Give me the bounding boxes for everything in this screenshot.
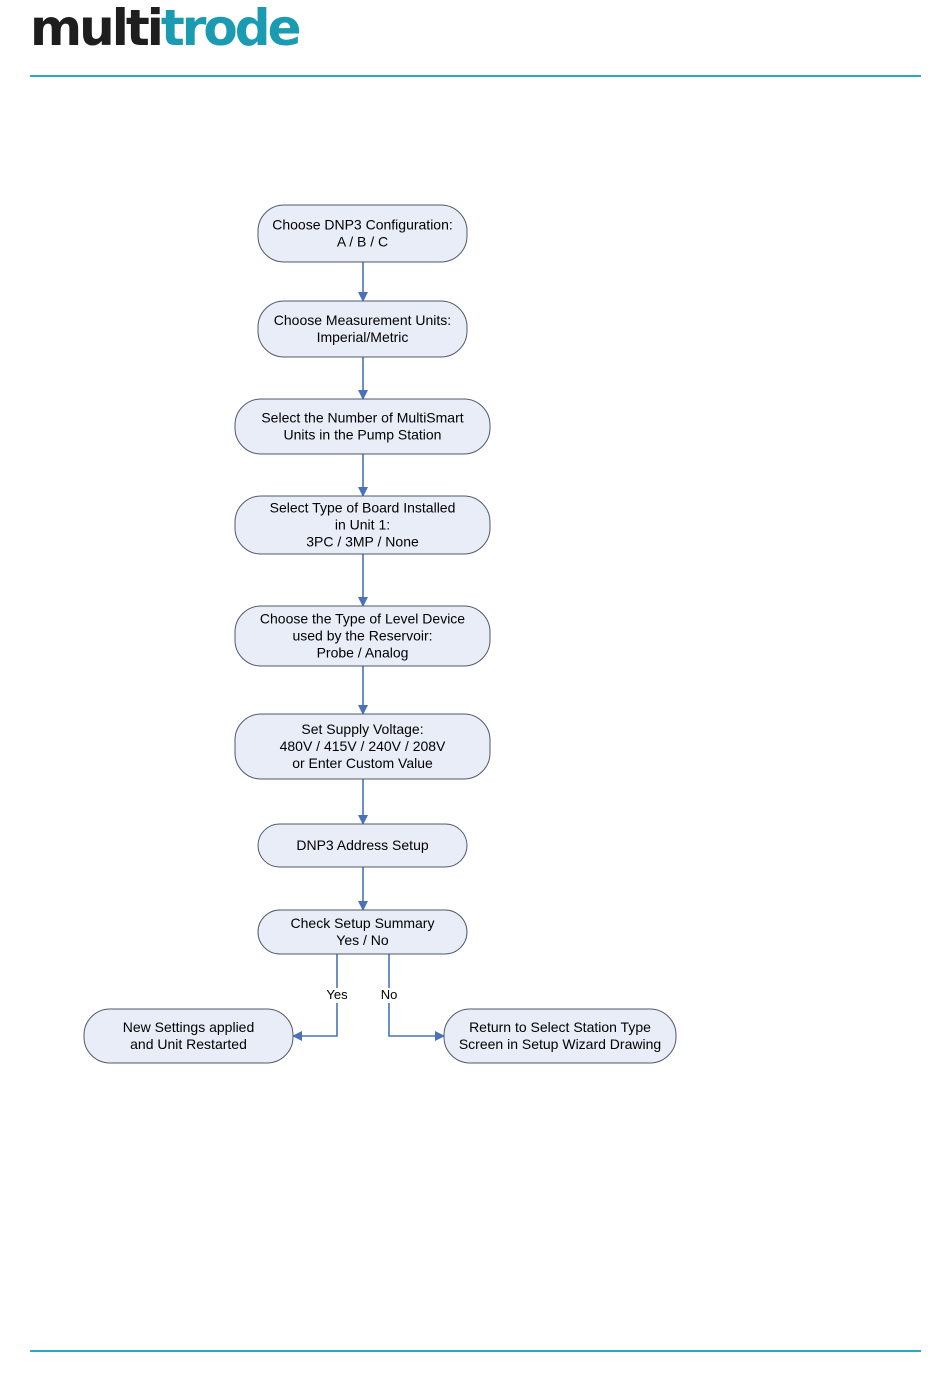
flow-node-box: [257, 909, 468, 955]
flow-node-box: [257, 204, 468, 263]
edge-n8-to-n9: [292, 954, 338, 1041]
flow-node-text: used by the Reservoir:: [292, 628, 432, 644]
flow-node-text: or Enter Custom Value: [292, 755, 433, 771]
flow-node-text: Yes / No: [336, 932, 389, 948]
footer-rule: [30, 1350, 921, 1352]
flow-node-box: [443, 1008, 677, 1064]
flow-node-text: Imperial/Metric: [317, 329, 409, 345]
flow-node-text: Check Setup Summary: [291, 915, 435, 931]
flow-node-text: and Unit Restarted: [130, 1036, 247, 1052]
flow-node-box: [257, 823, 468, 868]
flow-node-box: [257, 300, 468, 358]
header-rule: [30, 75, 921, 77]
flow-node-text: Screen in Setup Wizard Drawing: [459, 1036, 661, 1052]
edge-label-no: No: [381, 987, 398, 1002]
edge-n8-to-n10: [388, 954, 445, 1041]
flow-node-box: [234, 605, 491, 667]
flow-node-text: in Unit 1:: [335, 517, 390, 533]
logo-part-multi: multi: [30, 0, 164, 57]
edge-label-background: [375, 988, 403, 1003]
flow-node-n6: Set Supply Voltage:480V / 415V / 240V / …: [234, 713, 491, 780]
flow-node-box: [234, 495, 491, 555]
flow-node-text: Units in the Pump Station: [284, 427, 442, 443]
flow-node-text: 480V / 415V / 240V / 208V: [280, 738, 446, 754]
flow-node-text: Set Supply Voltage:: [301, 721, 423, 737]
edge-label-background: [323, 988, 351, 1003]
flow-node-box: [234, 713, 491, 780]
logo-part-trode: trode: [160, 0, 302, 57]
flow-node-text: Return to Select Station Type: [469, 1019, 651, 1035]
flow-node-text: New Settings applied: [123, 1019, 255, 1035]
flow-node-text: Select Type of Board Installed: [270, 500, 456, 516]
flow-node-text: A / B / C: [337, 234, 388, 250]
flow-node-n1: Choose DNP3 Configuration:A / B / C: [257, 204, 468, 263]
flow-node-text: Choose the Type of Level Device: [260, 611, 465, 627]
flow-node-text: Select the Number of MultiSmart: [261, 410, 463, 426]
edge-label-yes: Yes: [326, 987, 348, 1002]
flow-node-n2: Choose Measurement Units:Imperial/Metric: [257, 300, 468, 358]
flow-node-box: [234, 398, 491, 455]
multitrode-logo: multitrode: [30, 0, 302, 60]
flow-node-text: Probe / Analog: [317, 645, 409, 661]
flow-node-text: Choose Measurement Units:: [274, 312, 451, 328]
flow-node-text: DNP3 Address Setup: [296, 837, 429, 853]
flow-node-n7: DNP3 Address Setup: [257, 823, 468, 868]
flow-node-box: [83, 1008, 294, 1064]
flow-node-text: 3PC / 3MP / None: [306, 534, 419, 550]
flow-node-text: Choose DNP3 Configuration:: [272, 217, 453, 233]
